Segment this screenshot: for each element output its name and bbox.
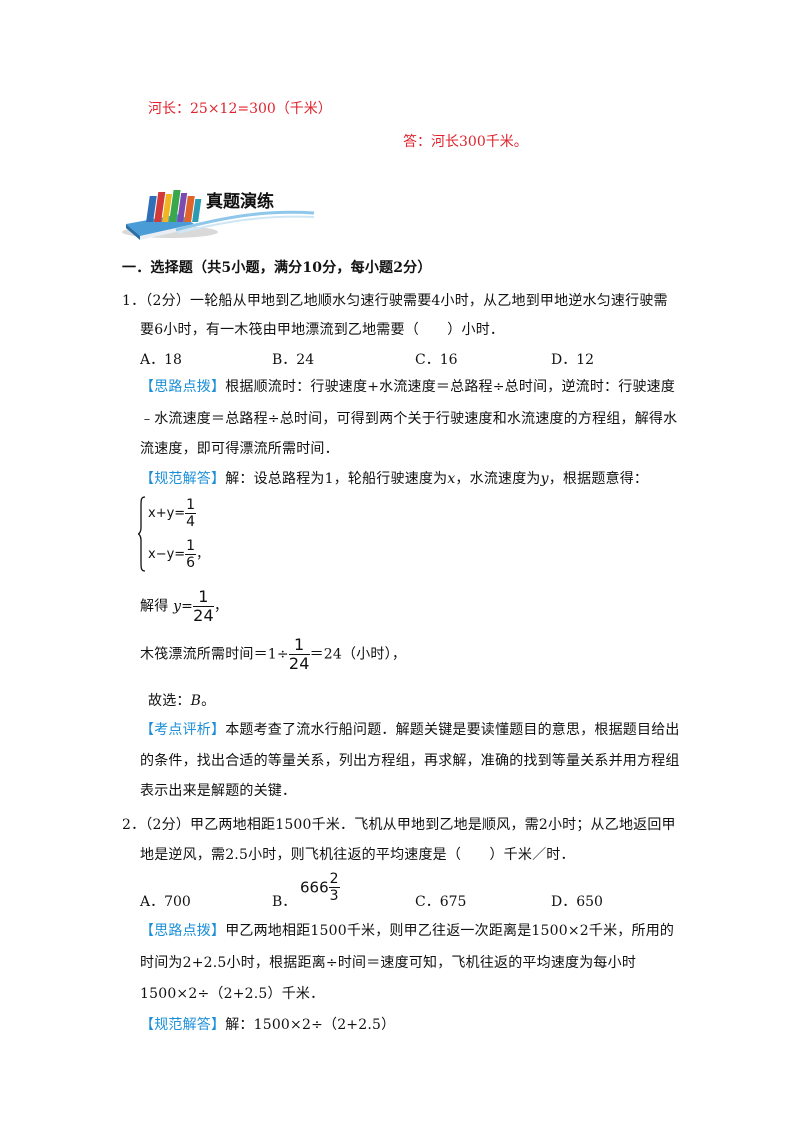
q2-option-a: A．700 [140,894,191,910]
solve-den: 24 [193,606,214,625]
var-x: x [447,471,456,487]
q1-choose: 故选：B。 [148,691,215,711]
q1-hint-line1: 【思路点拨】根据顺流时：行驶速度+水流速度＝总路程÷总时间，逆流时：行驶速度 [140,377,675,397]
choose-end: 。 [201,693,216,709]
choose-prefix: 故选： [148,693,191,709]
eq2-tail: ， [196,547,210,562]
q2-solution-line: 【规范解答】解：1500×2÷（2+2.5） [140,1015,395,1035]
section-title: 真题演练 [206,192,274,212]
time-num: 1 [288,636,310,655]
q1-option-a: A．18 [140,352,182,368]
eq1-lhs: x+y= [148,506,186,521]
q1-hint-line2: ﹣水流速度＝总路程÷总时间，可得到两个关于行驶速度和水流速度的方程组，解得水 [140,411,678,427]
q1-solution-tag: 【规范解答】 [140,471,226,487]
section-banner [118,180,318,242]
q1-option-b: B．24 [272,352,315,368]
time-tail: ＝24（小时）， [309,646,407,663]
eq1-num: 1 [185,497,197,514]
q1-analysis-tag: 【考点评析】 [140,722,226,738]
q2-hint-text1: 甲乙两地相距1500千米，则甲乙往返一次距离是1500×2千米，所用的 [225,923,675,939]
eq2-den: 6 [186,555,196,571]
option-b-den: 3 [329,888,339,904]
q1-solution-line: 【规范解答】解：设总路程为1，轮船行驶速度为x，水流速度为y，根据题意得： [140,469,648,489]
q1-stem-line2: 要6小时，有一木筏由甲地漂流到乙地需要（ ）小时． [140,322,505,338]
time-den: 24 [288,654,310,673]
q2-hint-tag: 【思路点拨】 [140,923,226,939]
books-icon [122,190,315,240]
q1-solution-end: ，根据题意得： [548,471,649,487]
q2-option-c: C．675 [415,894,467,910]
q1-hint-line3: 流速度，即可得漂流所需时间． [140,441,339,457]
q1-analysis-line3: 表示出来是解题的关键． [140,783,297,799]
solve-tail: ， [213,598,229,615]
q2-stem-line1: 2．（2分）甲乙两地相距1500千米．飞机从甲地到乙地是顺风，需2小时；从乙地返… [122,817,676,833]
q1-analysis-line1: 【考点评析】本题考查了流水行船问题．解题关键是要读懂题目的意思，根据题目给出 [140,720,680,740]
option-b-num: 2 [328,871,340,888]
q1-analysis-line2: 的条件，找出合适的等量关系，列出方程组，再求解，准确的找到等量关系并用方程组 [140,753,680,769]
solve-var: y [173,598,182,615]
time-prefix: 木筏漂流所需时间＝1÷ [140,646,289,663]
part-heading: 一．选择题（共5小题，满分10分，每小题2分） [122,260,432,276]
river-length-calc: 河长：25×12=300（千米） [148,101,332,117]
q2-solution-text: 解：1500×2÷（2+2.5） [225,1017,396,1033]
q2-option-b-label: B． [272,894,297,910]
q1-analysis-text1: 本题考查了流水行船问题．解题关键是要读懂题目的意思，根据题目给出 [225,722,680,738]
river-length-answer: 答：河长300千米。 [403,134,528,150]
q1-solution-intro: 解：设总路程为1，轮船行驶速度为 [225,471,448,487]
q1-option-c: C．16 [415,352,458,368]
solve-prefix: 解得 [140,598,169,615]
option-b-whole: 666 [300,878,329,897]
q2-hint-line3: 1500×2÷（2+2.5）千米． [140,986,325,1002]
q1-hint-tag: 【思路点拨】 [140,379,226,395]
q2-hint-line1: 【思路点拨】甲乙两地相距1500千米，则甲乙往返一次距离是1500×2千米，所用… [140,921,674,941]
eq2-lhs: x−y= [148,547,186,562]
q2-stem-line2: 地是逆风，需2.5小时，则飞机往返的平均速度是（ ）千米／时． [140,847,575,863]
q1-hint-text1: 根据顺流时：行驶速度+水流速度＝总路程÷总时间，逆流时：行驶速度 [225,379,676,395]
q1-option-d: D．12 [551,352,595,368]
q2-solution-tag: 【规范解答】 [140,1017,226,1033]
q1-solution-mid: ，水流速度为 [455,471,541,487]
eq2-num: 1 [185,538,197,555]
eq1-den: 4 [186,514,196,530]
solve-num: 1 [193,588,214,607]
var-y: y [540,471,549,487]
q1-stem-line1: 1．（2分）一轮船从甲地到乙地顺水匀速行驶需要4小时，从乙地到甲地逆水匀速行驶需 [122,293,668,309]
choose-value: B [190,693,202,709]
equation-brace [138,496,146,572]
solve-eq: = [181,598,194,615]
q2-option-d: D．650 [551,894,603,910]
q2-hint-line2: 时间为2+2.5小时，根据距离÷时间＝速度可知，飞机往返的平均速度为每小时 [140,955,637,971]
